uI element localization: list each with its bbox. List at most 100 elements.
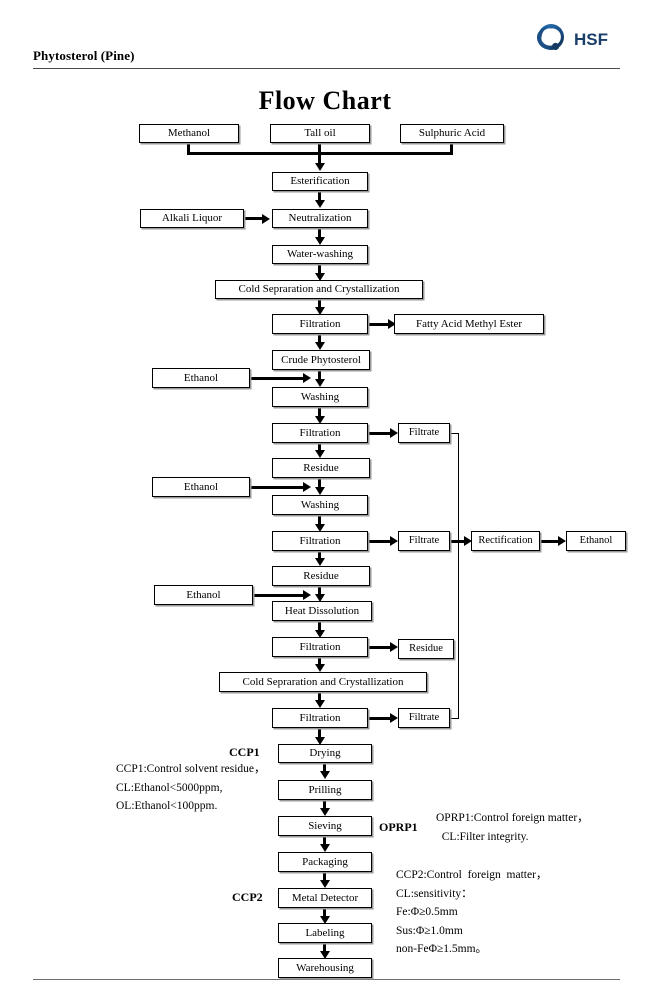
footer-divider	[33, 979, 620, 980]
annotation-ccp1: CCP1:Control solvent residue， CL:Ethanol…	[116, 763, 266, 812]
connector-filtration-5-right	[368, 716, 392, 720]
connector-prilling-down	[323, 800, 326, 812]
tag-oprp1: OPRP1	[379, 820, 418, 834]
header-divider	[33, 68, 620, 69]
connector-heat-dissolution-down	[318, 621, 321, 634]
annotation-ccp2: CCP2:Control foreign matter， CL:sensitiv…	[396, 869, 548, 955]
connector-filtration-3-down	[318, 551, 321, 563]
arrowhead-to-filtration-2	[314, 416, 325, 424]
node-filtration-2[interactable]: Filtration	[272, 423, 368, 443]
arrowhead-to-filtrate-3	[390, 713, 398, 723]
arrowhead-to-filtrate-1	[390, 428, 398, 438]
node-ethanol-2[interactable]: Ethanol	[152, 477, 250, 497]
connector-filtration-2-down	[318, 443, 321, 455]
connector-washing-1-down	[318, 407, 321, 420]
node-neutralization[interactable]: Neutralization	[272, 209, 368, 228]
node-drying[interactable]: Drying	[278, 744, 372, 763]
connector-filtration-4-right	[368, 645, 392, 649]
connector-neutralization-down	[318, 228, 321, 240]
node-sulphuric-acid[interactable]: Sulphuric Acid	[400, 124, 504, 143]
node-crude-phytosterol[interactable]: Crude Phytosterol	[272, 350, 370, 370]
connector-ethanol-2-right	[250, 485, 306, 489]
arrowhead-to-washing-2	[314, 487, 325, 495]
node-ethanol-out[interactable]: Ethanol	[566, 531, 626, 551]
node-prilling[interactable]: Prilling	[278, 780, 372, 800]
connector-filtrate-3-join	[450, 718, 459, 720]
arrowhead-to-residue-1	[314, 450, 325, 458]
node-methanol[interactable]: Methanol	[139, 124, 239, 143]
connector-cold-sep-1-down	[318, 299, 321, 311]
arrowhead-to-sieving	[319, 808, 330, 816]
arrowhead-to-crude-phytosterol	[314, 342, 325, 350]
node-tall-oil[interactable]: Tall oil	[270, 124, 370, 143]
arrowhead-to-residue-2	[314, 558, 325, 566]
node-esterification[interactable]: Esterification	[272, 172, 368, 191]
connector-alkali-right	[244, 217, 264, 220]
node-ethanol-1[interactable]: Ethanol	[152, 368, 250, 388]
node-cold-separation-2[interactable]: Cold Sepraration and Crystallization	[219, 672, 427, 692]
connector-ethanol-1-right	[250, 376, 306, 380]
connector-metal-detector-down	[323, 908, 326, 920]
arrowhead-to-filtration-4	[314, 630, 325, 638]
arrowhead-to-neutralization-side	[262, 213, 270, 224]
node-filtrate-3[interactable]: Filtrate	[398, 708, 450, 728]
arrowhead-to-filtration-3	[314, 524, 325, 532]
connector-drying-down	[323, 763, 326, 775]
node-residue-2[interactable]: Residue	[272, 566, 370, 586]
arrowhead-to-esterification	[314, 163, 325, 171]
node-alkali-liquor[interactable]: Alkali Liquor	[140, 209, 244, 228]
connector-residue-2-down	[318, 586, 321, 598]
node-filtration-5[interactable]: Filtration	[272, 708, 368, 728]
node-labeling[interactable]: Labeling	[278, 923, 372, 943]
node-filtration-1[interactable]: Filtration	[272, 314, 368, 334]
node-washing-1[interactable]: Washing	[272, 387, 368, 407]
arrowhead-to-washing-1-side	[303, 373, 311, 383]
node-filtration-4[interactable]: Filtration	[272, 637, 368, 657]
node-sieving[interactable]: Sieving	[278, 816, 372, 836]
node-residue-3[interactable]: Residue	[398, 639, 454, 659]
connector-cold-sep-2-down	[318, 692, 321, 704]
connector-tall-oil-down	[318, 143, 321, 165]
connector-filtration-1-right	[368, 322, 390, 326]
tag-ccp2: CCP2	[232, 890, 263, 904]
node-washing-2[interactable]: Washing	[272, 495, 368, 515]
connector-filtration-2-right	[368, 431, 392, 435]
node-packaging[interactable]: Packaging	[278, 852, 372, 872]
node-water-washing[interactable]: Water-washing	[272, 245, 368, 264]
arrowhead-to-ethanol-out	[558, 536, 566, 546]
node-fatty-acid-methyl-ester[interactable]: Fatty Acid Methyl Ester	[394, 314, 544, 334]
connector-crude-phytosterol-down	[318, 370, 321, 382]
arrowhead-to-washing-1	[314, 379, 325, 387]
connector-filtrate-collector	[458, 433, 460, 719]
connector-packaging-down	[323, 872, 326, 884]
arrowhead-to-labeling	[319, 916, 330, 924]
node-cold-separation-1[interactable]: Cold Sepraration and Crystallization	[215, 280, 423, 299]
node-metal-detector[interactable]: Metal Detector	[278, 888, 372, 908]
connector-rectification-right	[540, 539, 560, 543]
connector-methanol-down	[187, 143, 190, 155]
arrowhead-to-cold-sep-2	[314, 664, 325, 672]
tag-ccp1: CCP1	[229, 745, 260, 759]
node-filtrate-2[interactable]: Filtrate	[398, 531, 450, 551]
annotation-oprp1: OPRP1:Control foreign matter， CL:Filter …	[436, 812, 589, 843]
chart-title: Flow Chart	[258, 86, 392, 115]
node-heat-dissolution[interactable]: Heat Dissolution	[272, 601, 372, 621]
page-title: Phytosterol (Pine)	[33, 48, 135, 63]
arrowhead-to-rectification	[464, 536, 472, 546]
node-warehousing[interactable]: Warehousing	[278, 958, 372, 978]
connector-filtration-1-down	[318, 334, 321, 346]
node-ethanol-3[interactable]: Ethanol	[154, 585, 253, 605]
hsf-logo-icon: HSF	[537, 24, 608, 51]
arrowhead-to-filtration-5	[314, 700, 325, 708]
node-filtration-3[interactable]: Filtration	[272, 531, 368, 551]
node-rectification[interactable]: Rectification	[471, 531, 540, 551]
arrowhead-to-neutralization	[314, 200, 325, 208]
connector-filtration-4-down	[318, 657, 321, 669]
arrowhead-to-washing-2-side	[303, 482, 311, 492]
arrowhead-to-cold-sep-1	[314, 273, 325, 281]
arrowhead-to-filtrate-2	[390, 536, 398, 546]
connector-ethanol-3-right	[253, 593, 306, 597]
node-residue-1[interactable]: Residue	[272, 458, 370, 478]
node-filtrate-1[interactable]: Filtrate	[398, 423, 450, 443]
